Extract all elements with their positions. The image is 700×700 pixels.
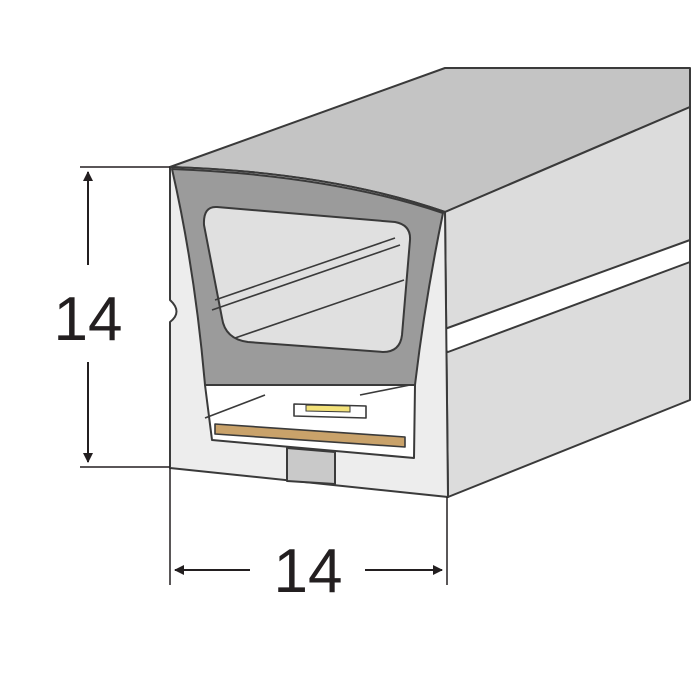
bottom-stem	[286, 447, 336, 485]
window-reflection-1	[214, 237, 396, 301]
cavity-line-2	[359, 384, 411, 396]
optical-window	[202, 205, 412, 353]
window-reflection-3	[234, 279, 405, 339]
cavity-line-1	[204, 394, 266, 419]
width-dimension-label: 14	[274, 537, 343, 606]
window-reflection-2	[211, 244, 401, 311]
led-emitter	[305, 404, 351, 413]
height-dimension-label: 14	[54, 285, 123, 354]
pcb-strip	[214, 423, 406, 448]
